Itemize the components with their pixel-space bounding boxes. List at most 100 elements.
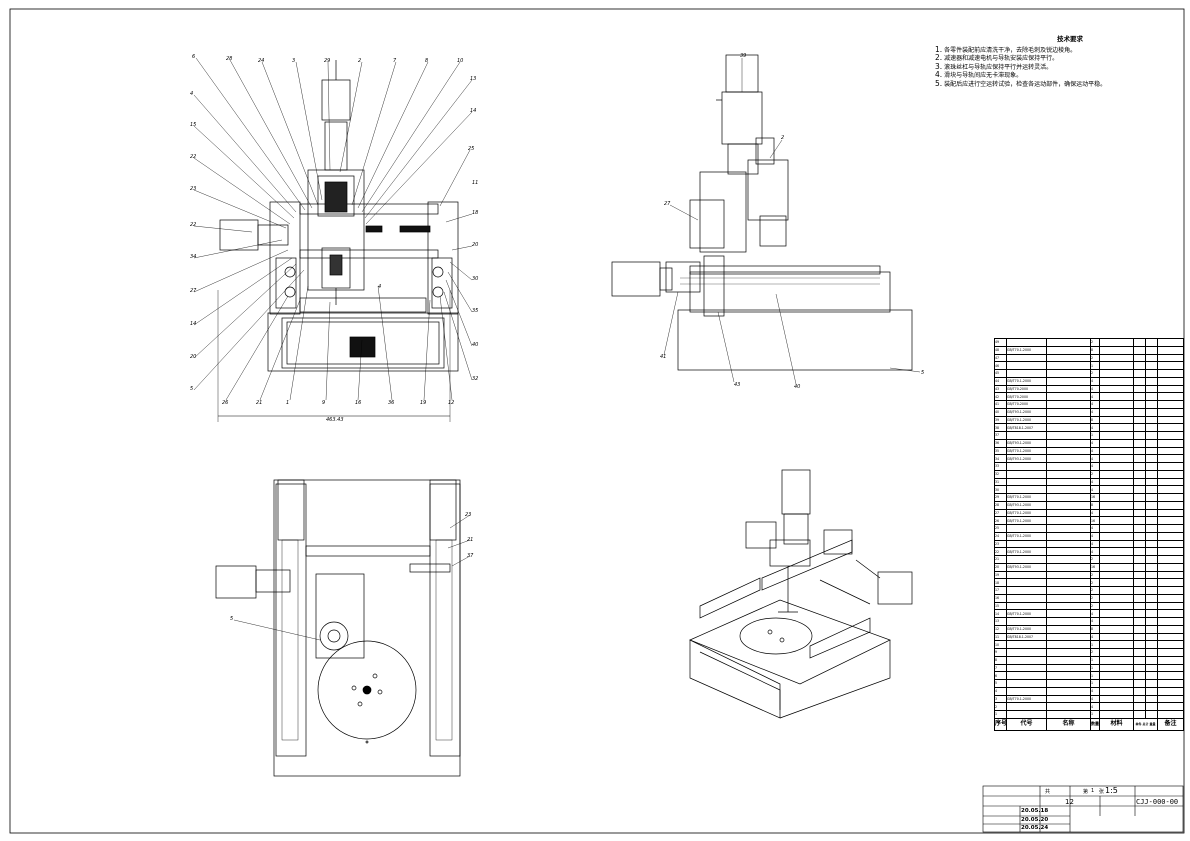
svg-text:13: 13 <box>470 76 476 82</box>
bom-cell <box>1133 524 1146 533</box>
svg-text:3: 3 <box>292 58 295 64</box>
bom-cell <box>1046 384 1091 394</box>
bom-cell <box>1157 531 1184 541</box>
sheet-unit: 张 <box>1099 789 1105 795</box>
bom-cell <box>1157 516 1184 525</box>
bom-cell: GB/T93.1-2000 <box>1006 500 1047 510</box>
bom-cell <box>1133 415 1146 425</box>
bom-cell <box>1099 446 1134 456</box>
bom-cell <box>1133 640 1146 649</box>
bom-cell: GB/T70.1-2000 <box>1006 547 1047 556</box>
bom-cell <box>1157 694 1184 704</box>
bom-cell <box>1145 570 1158 580</box>
svg-text:40: 40 <box>472 342 478 348</box>
bom-cell <box>1157 423 1184 432</box>
svg-text:30: 30 <box>472 276 478 282</box>
bom-cell <box>1133 454 1146 463</box>
svg-text:36: 36 <box>388 400 394 406</box>
bom-cell <box>1006 601 1047 611</box>
bom-cell <box>1099 539 1134 549</box>
bom-cell <box>1133 601 1146 611</box>
note-line: 2.减速器和减速电机与导轨安装应保持平行。 <box>935 53 1059 62</box>
side-view <box>611 54 921 385</box>
bom-cell: 4 <box>1090 446 1100 456</box>
bom-cell: 4 <box>1090 531 1100 541</box>
bom-cell: GB/T70.1-2000 <box>1006 508 1047 518</box>
bom-cell <box>1157 392 1184 401</box>
bom-cell <box>1145 477 1158 487</box>
bom-cell <box>1157 493 1184 502</box>
bom-cell: 38 <box>994 423 1007 432</box>
bom-cell <box>1006 710 1047 719</box>
bom-cell <box>1157 570 1184 580</box>
bom-cell <box>1157 407 1184 417</box>
svg-text:34: 34 <box>190 254 196 260</box>
bom-cell <box>1157 624 1184 634</box>
bom-cell <box>1157 353 1184 363</box>
bom-cell <box>1145 686 1158 696</box>
bom-cell <box>1133 593 1146 603</box>
svg-text:14: 14 <box>190 321 196 327</box>
bom-cell <box>1133 555 1146 564</box>
title-block: 1:5 共 12 第 1 张 CJJ-000-00 20.05.18 20.05… <box>983 786 1183 831</box>
bom-cell <box>1133 477 1146 487</box>
bom-cell: 3 <box>994 694 1007 704</box>
bom-cell <box>1157 539 1184 549</box>
bom-cell: 29 <box>994 493 1007 502</box>
bom-cell: 4 <box>1090 694 1100 704</box>
bom-cell <box>1133 431 1146 440</box>
bom-cell <box>1099 485 1134 494</box>
bom-cell <box>1006 361 1047 370</box>
bom-cell <box>1099 624 1134 634</box>
bom-cell <box>1157 431 1184 440</box>
svg-text:21: 21 <box>256 400 262 406</box>
bom-cell: 8 <box>1090 624 1100 634</box>
bom-cell: GB/T818.1-2007 <box>1006 632 1047 642</box>
bom-cell <box>1099 423 1134 432</box>
bom-cell <box>1133 578 1146 587</box>
bom-cell: 4 <box>1090 376 1100 386</box>
bom-cell <box>1157 686 1184 696</box>
svg-text:6: 6 <box>192 54 195 60</box>
bom-cell <box>1133 384 1146 394</box>
bom-cell <box>1099 570 1134 580</box>
bom-cell: 2 <box>1090 555 1100 564</box>
bom-cell <box>1133 485 1146 494</box>
bom-cell: 1 <box>994 710 1007 719</box>
bom-cell <box>1099 438 1134 448</box>
bom-cell: 2 <box>1090 593 1100 603</box>
bom-cell: 4 <box>994 686 1007 696</box>
bom-cell <box>1133 361 1146 370</box>
bom-cell <box>1133 531 1146 541</box>
bom-cell <box>1157 640 1184 649</box>
bom-cell <box>1157 415 1184 425</box>
bom-cell: 8 <box>994 655 1007 665</box>
svg-text:4: 4 <box>378 284 381 290</box>
bom-cell <box>1157 400 1184 409</box>
bom-cell <box>1157 446 1184 456</box>
bom-cell <box>1145 454 1158 463</box>
bom-cell <box>1145 438 1158 448</box>
bom-cell: 4 <box>1090 547 1100 556</box>
bom-cell: GB/T70.1-2000 <box>1006 694 1047 704</box>
svg-text:22: 22 <box>190 154 196 160</box>
bom-cell: 12 <box>994 624 1007 634</box>
bom-cell: 4 <box>1090 477 1100 487</box>
bom-cell <box>1145 555 1158 564</box>
bom-cell <box>1157 617 1184 626</box>
bom-cell: 4 <box>1090 632 1100 642</box>
bom-cell: 4 <box>1090 686 1100 696</box>
bom-cell <box>1145 586 1158 595</box>
bom-cell <box>1145 702 1158 711</box>
